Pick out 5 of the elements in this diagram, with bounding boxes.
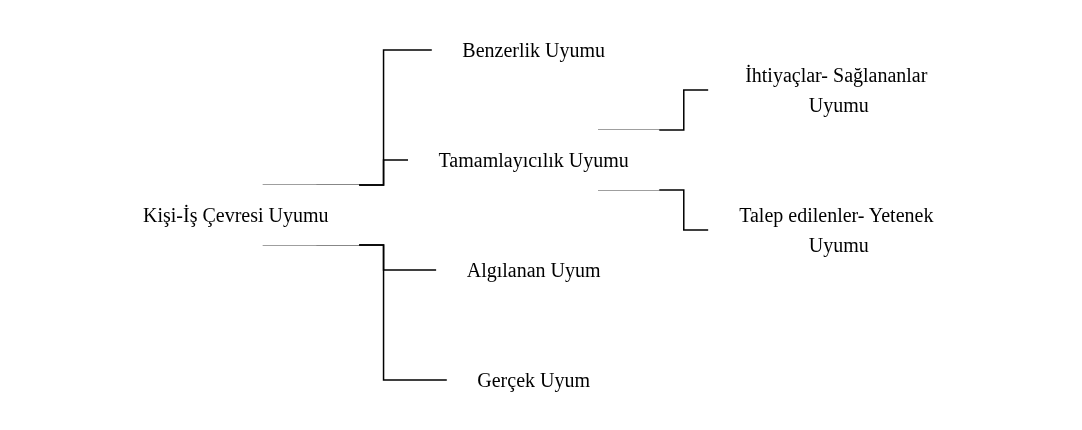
node-text: Benzerlik Uyumu: [462, 39, 606, 61]
node-text: Gerçek Uyum: [477, 369, 591, 391]
node-text: İhtiyaçlar- Sağlananlar Uyumu: [745, 64, 928, 116]
node-text: Algılanan Uyum: [466, 259, 601, 281]
node-text: Talep edilenler- Yetenek Uyumu: [739, 204, 934, 256]
